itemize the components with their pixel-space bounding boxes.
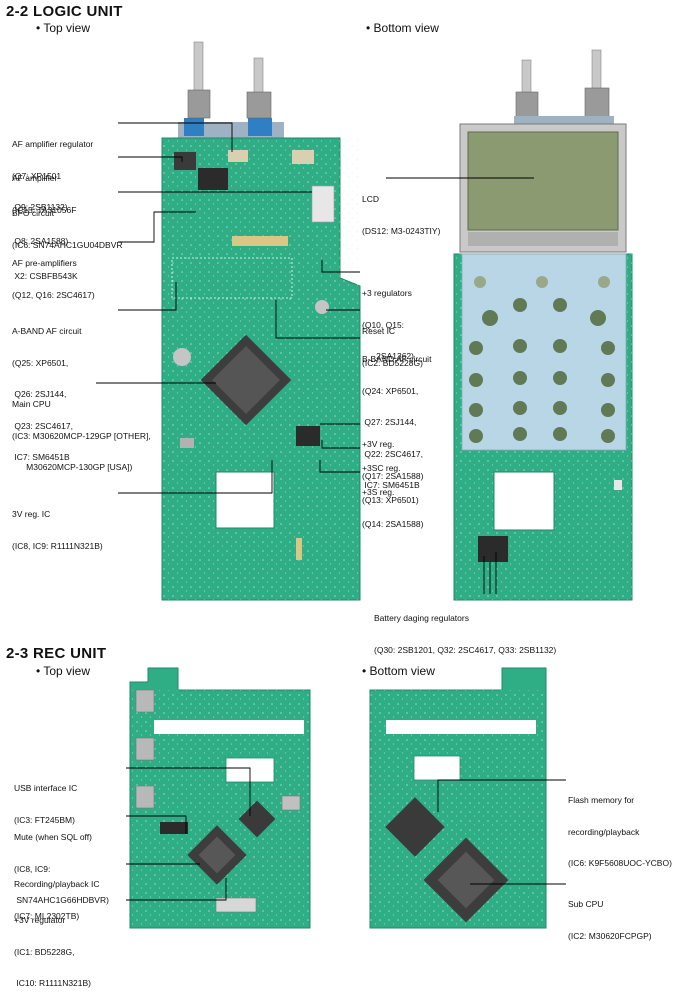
label-line: IC10: R1111N321B) <box>14 978 92 988</box>
label-line: Q27: 2SJ144, <box>362 417 417 427</box>
label-title: +3V reg. <box>362 439 395 449</box>
label-af-amplifier-regulator: AF amplifier regulator (Q7: XP1501 Q9: 2… <box>12 118 93 223</box>
label-title: Sub CPU <box>568 899 604 909</box>
label-3v-reg-ic: 3V reg. IC (IC8, IC9: R1111N321B) <box>12 488 103 562</box>
label-line: M30620MCP-130GP [USA]) <box>12 462 133 472</box>
label-line: IC7: SM6451B <box>362 480 420 490</box>
label-title: 3V reg. IC <box>12 509 51 519</box>
label-title: USB interface IC <box>14 783 78 793</box>
label-title: BFO circuit <box>12 208 55 218</box>
label-line: (IC6: SN74AHC1GU04DBVR <box>12 239 123 250</box>
label-line: IC7: SM6451B <box>12 452 70 462</box>
label-usb-interface-ic: USB interface IC (IC3: FT245BM) <box>14 762 77 836</box>
label-plus3-regulators: +3 regulators (Q10, Q15: 2SA1362) <box>362 267 414 372</box>
label-line: (Q25: XP6501, <box>12 357 69 368</box>
label-sub-cpu: Sub CPU (IC2: M30620FCPGP) <box>568 878 652 952</box>
label-title: AF pre-amplifiers <box>12 258 77 268</box>
label-line: Q23: 2SC4617, <box>12 420 73 431</box>
label-line: (Q13: XP6501) <box>362 494 419 505</box>
label-line: (IC8, IC9: R1111N321B) <box>12 540 103 551</box>
label-title: Main CPU <box>12 399 51 409</box>
label-line: X2: CSBFB543K <box>12 271 78 281</box>
label-a-band-af-circuit: A-BAND AF circuit (Q25: XP6501, Q26: 2SJ… <box>12 305 81 473</box>
logic-unit-title: 2-2 LOGIC UNIT <box>6 3 123 20</box>
label-title: Reset IC <box>362 326 396 336</box>
label-line: (IC8, IC9: <box>14 863 51 874</box>
label-line: (IC15: TA31056F <box>12 204 77 215</box>
board-photos <box>96 41 633 929</box>
label-line: Q22: 2SC4617, <box>362 448 423 459</box>
label-flash-memory: Flash memory for recording/playback (IC6… <box>568 774 672 879</box>
label-title: Mute (when SQL off) <box>14 832 92 842</box>
label-battery-charging-regulators: Battery daging regulators (Q30: 2SB1201,… <box>374 592 556 666</box>
label-title: AF amplifier regulator <box>12 139 94 149</box>
label-b-band-af-circuit: B-BAND AF circuit (Q24: XP6501, Q27: 2SJ… <box>362 333 431 501</box>
label-line: (IC1: BD5228G, <box>14 946 75 957</box>
label-line: (Q10, Q15: <box>362 319 405 330</box>
label-af-amplifier: AF amplifier (IC15: TA31056F Q8: 2SA1588… <box>12 152 76 257</box>
label-line: (Q24: XP6501, <box>362 385 419 396</box>
label-plus3v-regulator: +3V regulator (IC1: BD5228G, IC10: R1111… <box>14 894 91 999</box>
label-line: 2SA1362) <box>362 351 414 361</box>
rec-unit-title: 2-3 REC UNIT <box>6 645 107 662</box>
label-plus3v-reg: +3V reg. (Q17: 2SA1588) <box>362 418 423 492</box>
label-line: (IC2: M30620FCPGP) <box>568 930 652 941</box>
label-line: Q9: 2SB1132) <box>12 202 68 212</box>
label-line: (IC3: FT245BM) <box>14 814 75 825</box>
label-af-pre-amplifiers: AF pre-amplifiers (Q12, Q16: 2SC4617) <box>12 237 95 311</box>
keypad-buttons <box>469 276 615 443</box>
label-line: (IC6: K9F5608UOC-YCBO) <box>568 858 672 868</box>
leader-lines <box>96 122 566 901</box>
logic-bottom-view-label: • Bottom view <box>366 21 439 35</box>
label-line: Q26: 2SJ144, <box>12 389 67 399</box>
label-bfo-circuit: BFO circuit (IC6: SN74AHC1GU04DBVR X2: C… <box>12 187 123 292</box>
label-line: (Q14: 2SA1588) <box>362 518 424 529</box>
label-line: (Q7: XP1501 <box>12 170 62 181</box>
label-title: B-BAND AF circuit <box>362 354 432 364</box>
label-line: (IC7: ML2302TB) <box>14 910 80 921</box>
label-line: (Q12, Q16: 2SC4617) <box>12 289 95 300</box>
rec-top-view-label: • Top view <box>36 664 91 678</box>
label-line: (IC2: BD5228G) <box>362 357 423 368</box>
label-line: Q8: 2SA1588) <box>12 236 69 246</box>
label-plus3s-reg: +3S reg. (Q14: 2SA1588) <box>362 466 423 540</box>
label-title: +3SC reg. <box>362 463 401 473</box>
rec-bottom-board <box>369 667 547 929</box>
label-title: +3S reg. <box>362 487 395 497</box>
label-title: AF amplifier <box>12 173 58 183</box>
rec-top-board <box>129 667 311 929</box>
label-title: LCD <box>362 194 380 204</box>
rec-bottom-view-label: • Bottom view <box>362 664 435 678</box>
label-line: (IC3: M30620MCP-129GP [OTHER], <box>12 430 151 441</box>
label-title: A-BAND AF circuit <box>12 326 82 336</box>
label-reset-ic: Reset IC (IC2: BD5228G) <box>362 305 423 379</box>
logic-bottom-board <box>453 49 633 601</box>
label-title: +3V regulator <box>14 915 66 925</box>
volume-knob-shaft <box>187 41 272 119</box>
label-mute: Mute (when SQL off) (IC8, IC9: SN74AHC1G… <box>14 811 109 916</box>
label-line: SN74AHC1G66HDBVR) <box>14 895 109 905</box>
label-line: recording/playback <box>568 826 640 837</box>
logic-top-board <box>161 41 361 601</box>
logic-top-view-label: • Top view <box>36 21 91 35</box>
label-plus3sc-reg: +3SC reg. (Q13: XP6501) <box>362 442 419 516</box>
label-lcd: LCD (DS12: M3-0243TIY) <box>362 173 440 247</box>
label-line: (Q17: 2SA1588) <box>362 470 424 481</box>
label-title: Flash memory for <box>568 795 635 805</box>
label-line: (DS12: M3-0243TIY) <box>362 225 441 236</box>
label-main-cpu: Main CPU (IC3: M30620MCP-129GP [OTHER], … <box>12 378 151 483</box>
label-title: +3 regulators <box>362 288 412 298</box>
label-line: (Q30: 2SB1201, Q32: 2SC4617, Q33: 2SB113… <box>374 644 557 655</box>
label-title: Recording/playback IC <box>14 879 100 889</box>
label-recording-playback-ic: Recording/playback IC (IC7: ML2302TB) <box>14 858 100 932</box>
label-title: Battery daging regulators <box>374 613 469 623</box>
